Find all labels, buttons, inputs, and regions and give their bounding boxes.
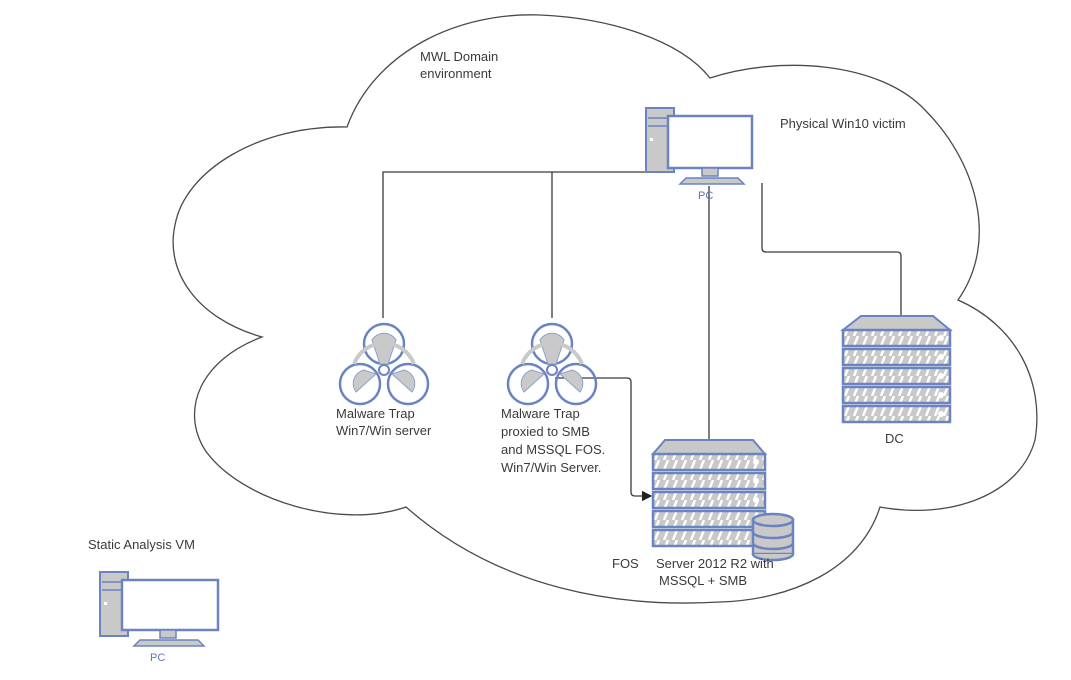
cloud-label-line1: MWL Domain: [420, 49, 499, 64]
fos-label-line: MSSQL + SMB: [659, 573, 748, 588]
connections: [382, 171, 902, 502]
link-trap2-fos: [555, 377, 653, 502]
database-server-icon[interactable]: [650, 439, 795, 562]
static-vm-pc-caption: PC: [150, 652, 166, 664]
victim-pc-caption: PC: [698, 190, 714, 202]
desktop-pc-icon[interactable]: [99, 571, 220, 647]
cloud-label: MWL Domain environment: [420, 48, 498, 82]
domain-cloud: [172, 14, 1038, 604]
trap2-label-line: Win7/Win Server.: [501, 460, 602, 475]
biohazard-icon[interactable]: [338, 322, 430, 406]
trap1-label: Malware Trap Win7/Win server: [336, 405, 431, 439]
cloud-label-line2: environment: [420, 66, 492, 81]
trap2-label-line: Malware Trap: [501, 406, 580, 421]
victim-label: Physical Win10 victim: [780, 116, 906, 131]
fos-label: Server 2012 R2 with MSSQL + SMB: [656, 555, 774, 589]
biohazard-icon[interactable]: [506, 322, 598, 406]
trap2-label: Malware Trap proxied to SMB and MSSQL FO…: [501, 405, 605, 477]
desktop-pc-icon[interactable]: [645, 107, 754, 185]
trap2-label-line: proxied to SMB: [501, 424, 590, 439]
server-rack-icon[interactable]: [840, 315, 953, 424]
link-victim-dc: [761, 183, 902, 316]
trap1-label-line: Malware Trap: [336, 406, 415, 421]
fos-label-line: Server 2012 R2 with: [656, 556, 774, 571]
link-victim-trap1: [382, 171, 672, 318]
fos-name-label: FOS: [612, 556, 639, 571]
trap1-label-line: Win7/Win server: [336, 423, 432, 438]
trap2-label-line: and MSSQL FOS.: [501, 442, 606, 457]
static-vm-label: Static Analysis VM: [88, 537, 195, 552]
dc-label: DC: [885, 431, 904, 446]
